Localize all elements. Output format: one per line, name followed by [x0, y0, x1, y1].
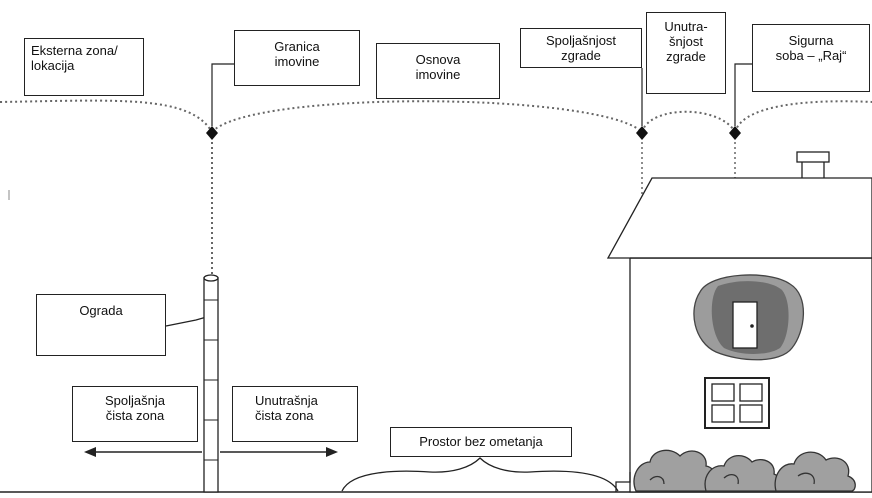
- saferoom-leader: [734, 63, 752, 126]
- door-knob: [750, 324, 754, 328]
- house-window: [704, 377, 770, 429]
- building-exterior-label: Spoljašnjost zgrade: [520, 28, 642, 68]
- shrubs: [633, 449, 856, 492]
- fence-post: [203, 274, 219, 493]
- saferoom-diamond: [729, 126, 741, 140]
- unobstructed-space-brace: [341, 457, 619, 492]
- boundary-diamond: [206, 126, 218, 140]
- property-grounds-arc: [211, 100, 643, 133]
- safe-room: [693, 274, 804, 361]
- building-exterior-arc: [641, 110, 736, 133]
- external-zone-arc: [0, 99, 213, 133]
- inner-clear-zone-arrow: [220, 447, 338, 457]
- property-grounds-label: Osnova imovine: [376, 43, 500, 99]
- outer-clear-zone-label: Spoljašnja čista zona: [72, 386, 198, 442]
- property-boundary-label: Granica imovine: [234, 30, 360, 86]
- unobstructed-space-label: Prostor bez ometanja: [390, 427, 572, 457]
- safe-room-label: Sigurna soba – „Raj“: [752, 24, 870, 92]
- boundary-leader: [211, 63, 234, 126]
- fence-label: Ograda: [36, 294, 166, 356]
- outer-clear-zone-arrow: [84, 447, 202, 457]
- external-zone-label: Eksterna zona/ lokacija: [24, 38, 144, 96]
- building-interior-label: Unutra- šnjost zgrade: [646, 12, 726, 94]
- inner-clear-zone-label: Unutrašnja čista zona: [232, 386, 358, 442]
- exterior-diamond: [636, 126, 648, 140]
- safe-room-arc: [734, 100, 872, 133]
